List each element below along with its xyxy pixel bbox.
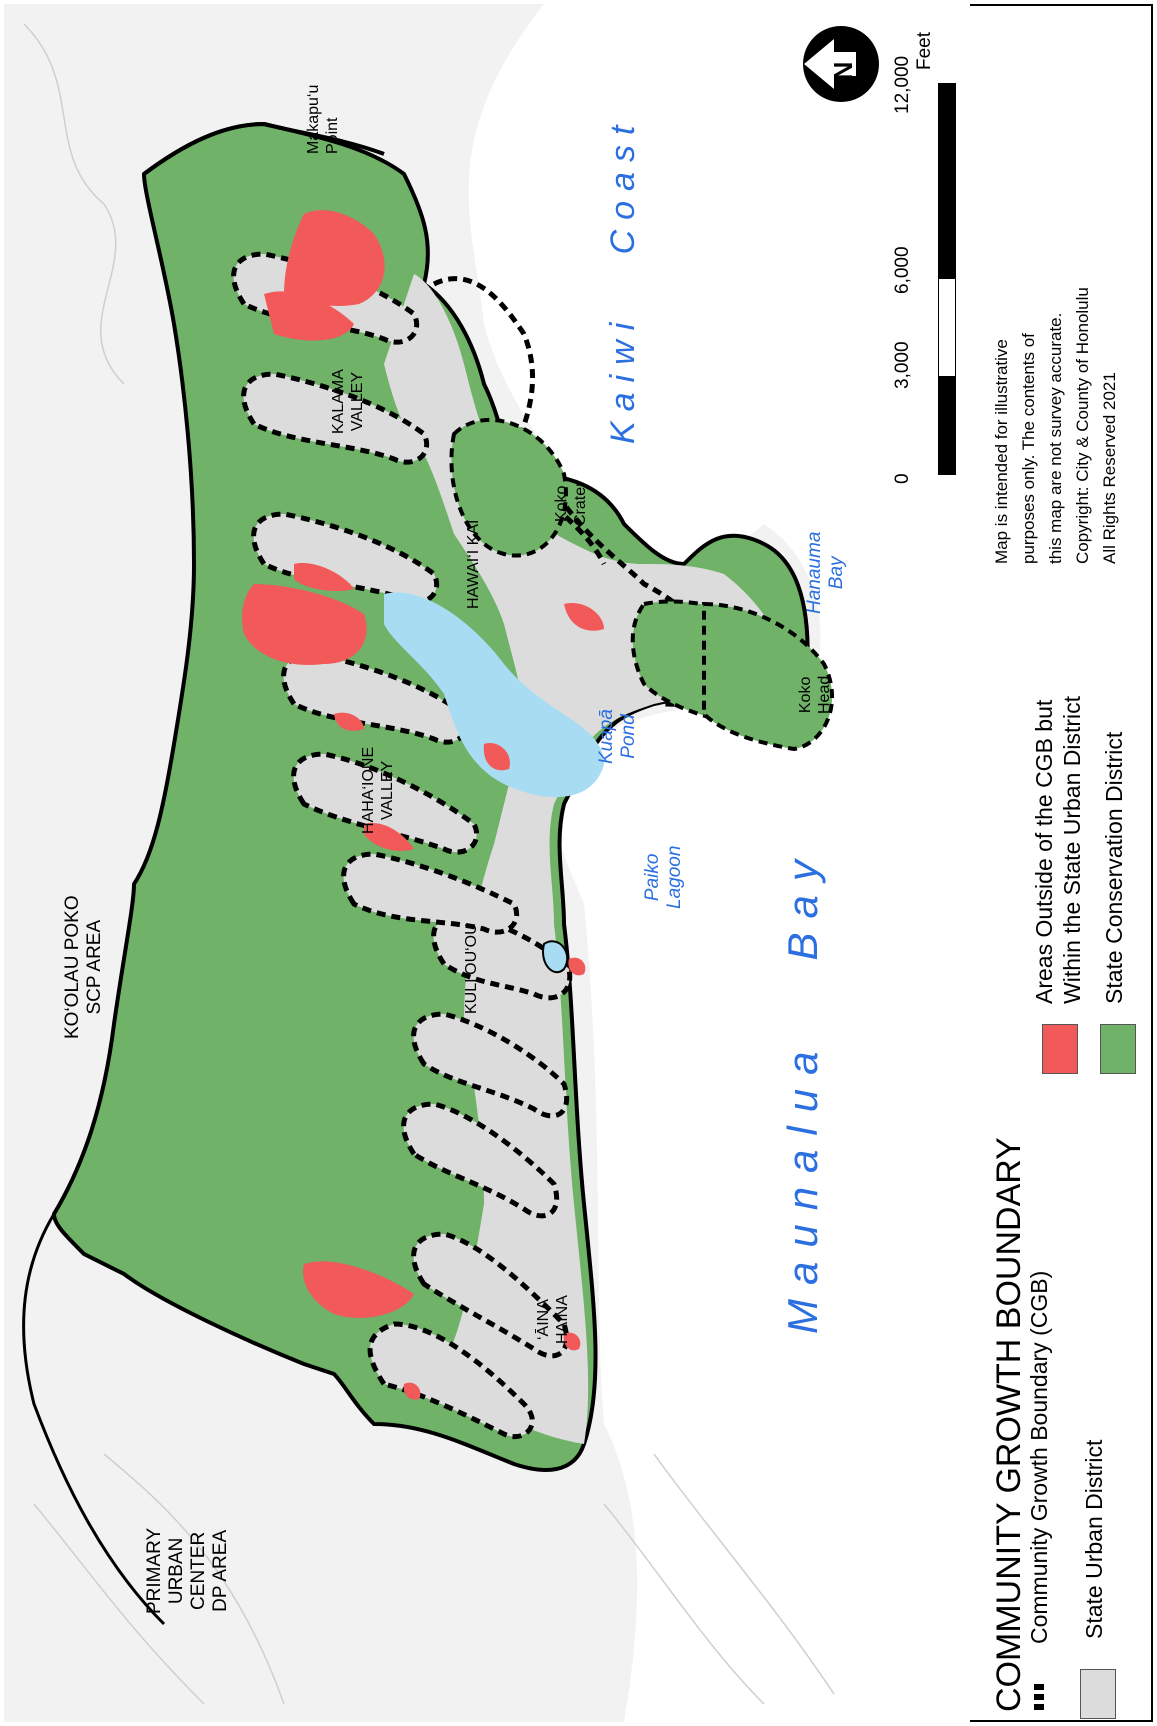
legend-note-1: Map is intended for illustrative [992,339,1011,564]
koko-crater-area [449,417,568,558]
map-canvas: N [4,4,970,1722]
legend-label-red-1: Areas Outside of the CGB but [1031,699,1057,1004]
label-kuapa-pond: Kuapā Pond [596,709,639,764]
north-arrow [803,26,879,102]
district-line-north [142,121,385,176]
legend-note-4: Copyright: City & County of Honolulu [1073,287,1092,564]
map-panel: N KO‘OLAU POKO SCP AREA PRIMARY URBAN CE… [4,4,970,1722]
legend-swatch-cgb [1034,1684,1044,1714]
background-roads [23,23,835,1705]
label-paiko-lagoon: Paiko Lagoon [642,845,685,909]
legend-swatch-conservation [1100,1024,1136,1074]
label-hawaii-kai: HAWAI‘I KAI [465,519,482,610]
legend-label-conservation: State Conservation District [1101,731,1127,1004]
scale-label-12000: 12,000 [892,55,913,114]
label-makapuu: Makapu‘u Point [305,84,341,154]
legend-title: COMMUNITY GROWTH BOUNDARY [990,1137,1028,1712]
label-hahaione: HAHA‘IONE VALLEY [360,746,396,834]
koko-head-cap [702,601,835,752]
label-aina-haina: ‘ĀINA HAINA [535,1295,571,1344]
legend-label-cgb: Community Growth Boundary (CGB) [1026,1270,1052,1644]
scale-label-3000: 3,000 [892,341,913,389]
scale-bar [938,83,956,475]
north-arrow-letter: N [828,62,858,81]
paiko-lagoon [542,940,569,974]
ocean [468,4,970,1722]
legend-note-5: All Rights Reserved 2021 [1100,372,1119,564]
red-areas [242,210,604,1400]
label-kaiwi-coast: Kaiwi Coast [604,115,642,444]
kuapa-pond [384,592,604,798]
scale-unit: Feet [914,31,935,70]
scale-label-0: 0 [892,473,913,484]
label-koolau-poko: KO‘OLAU POKO SCP AREA [62,895,105,1039]
legend-label-urban: State Urban District [1081,1439,1107,1639]
label-kuliouou: KULI‘OU‘OU [463,923,480,1014]
label-koko-head: Koko Head [797,675,833,714]
legend-panel: COMMUNITY GROWTH BOUNDARY Community Grow… [970,4,1153,1722]
legend-note-3: this map are not survey accurate. [1046,312,1065,564]
legend-swatch-urban [1080,1669,1116,1719]
legend-note-2: purposes only. The contents of [1019,333,1038,564]
label-maunalua-bay: Maunalua Bay [779,846,826,1334]
label-koko-crater: Koko Crater [553,481,589,526]
legend-label-red-2: Within the State Urban District [1059,695,1085,1004]
label-hanauma-bay: Hanauma Bay [804,531,847,614]
scale-label-6000: 6,000 [892,246,913,294]
label-kalama: KALAMA VALLEY [330,369,366,434]
district-line-west [22,1213,166,1626]
legend-swatch-red [1042,1024,1078,1074]
label-primary-urban: PRIMARY URBAN CENTER DP AREA [144,1527,231,1614]
